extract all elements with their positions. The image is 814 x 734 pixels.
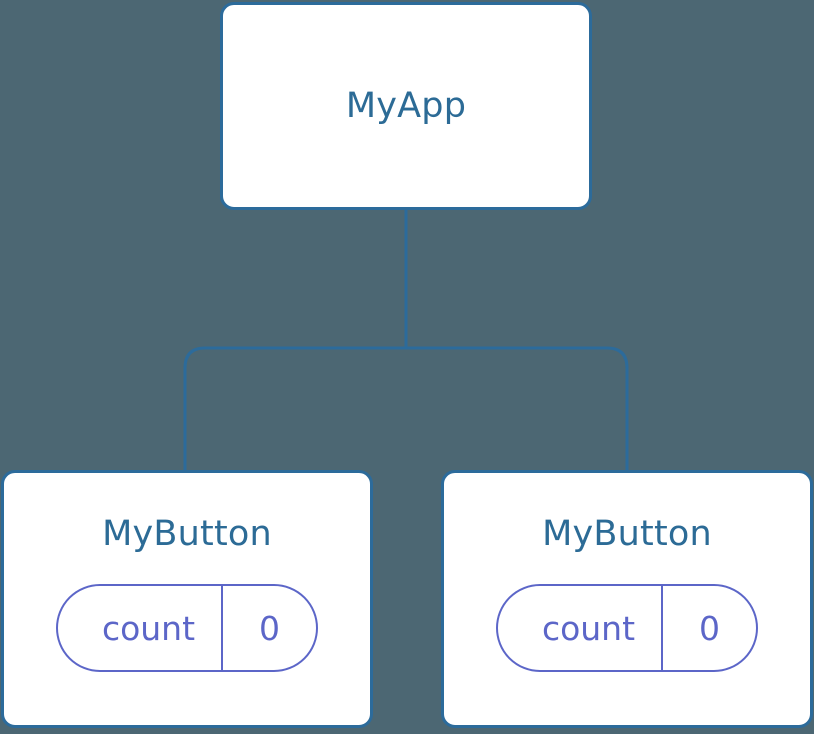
state-value: 0	[661, 586, 756, 670]
state-badge[interactable]: count 0	[495, 584, 759, 672]
tree-node-mybutton-1[interactable]: MyButton count 0	[1, 470, 373, 728]
node-title: MyButton	[102, 514, 272, 554]
node-title: MyApp	[345, 85, 467, 126]
tree-node-mybutton-2[interactable]: MyButton count 0	[441, 470, 813, 728]
state-badge[interactable]: count 0	[55, 584, 319, 672]
state-key: count	[101, 608, 196, 648]
state-value: 0	[221, 586, 316, 670]
state-key: count	[541, 608, 636, 648]
edge-root-to-child-1	[183, 346, 406, 472]
edge-root-to-child-2	[406, 346, 629, 472]
node-title: MyButton	[542, 514, 712, 554]
tree-node-myapp[interactable]: MyApp	[220, 2, 592, 210]
